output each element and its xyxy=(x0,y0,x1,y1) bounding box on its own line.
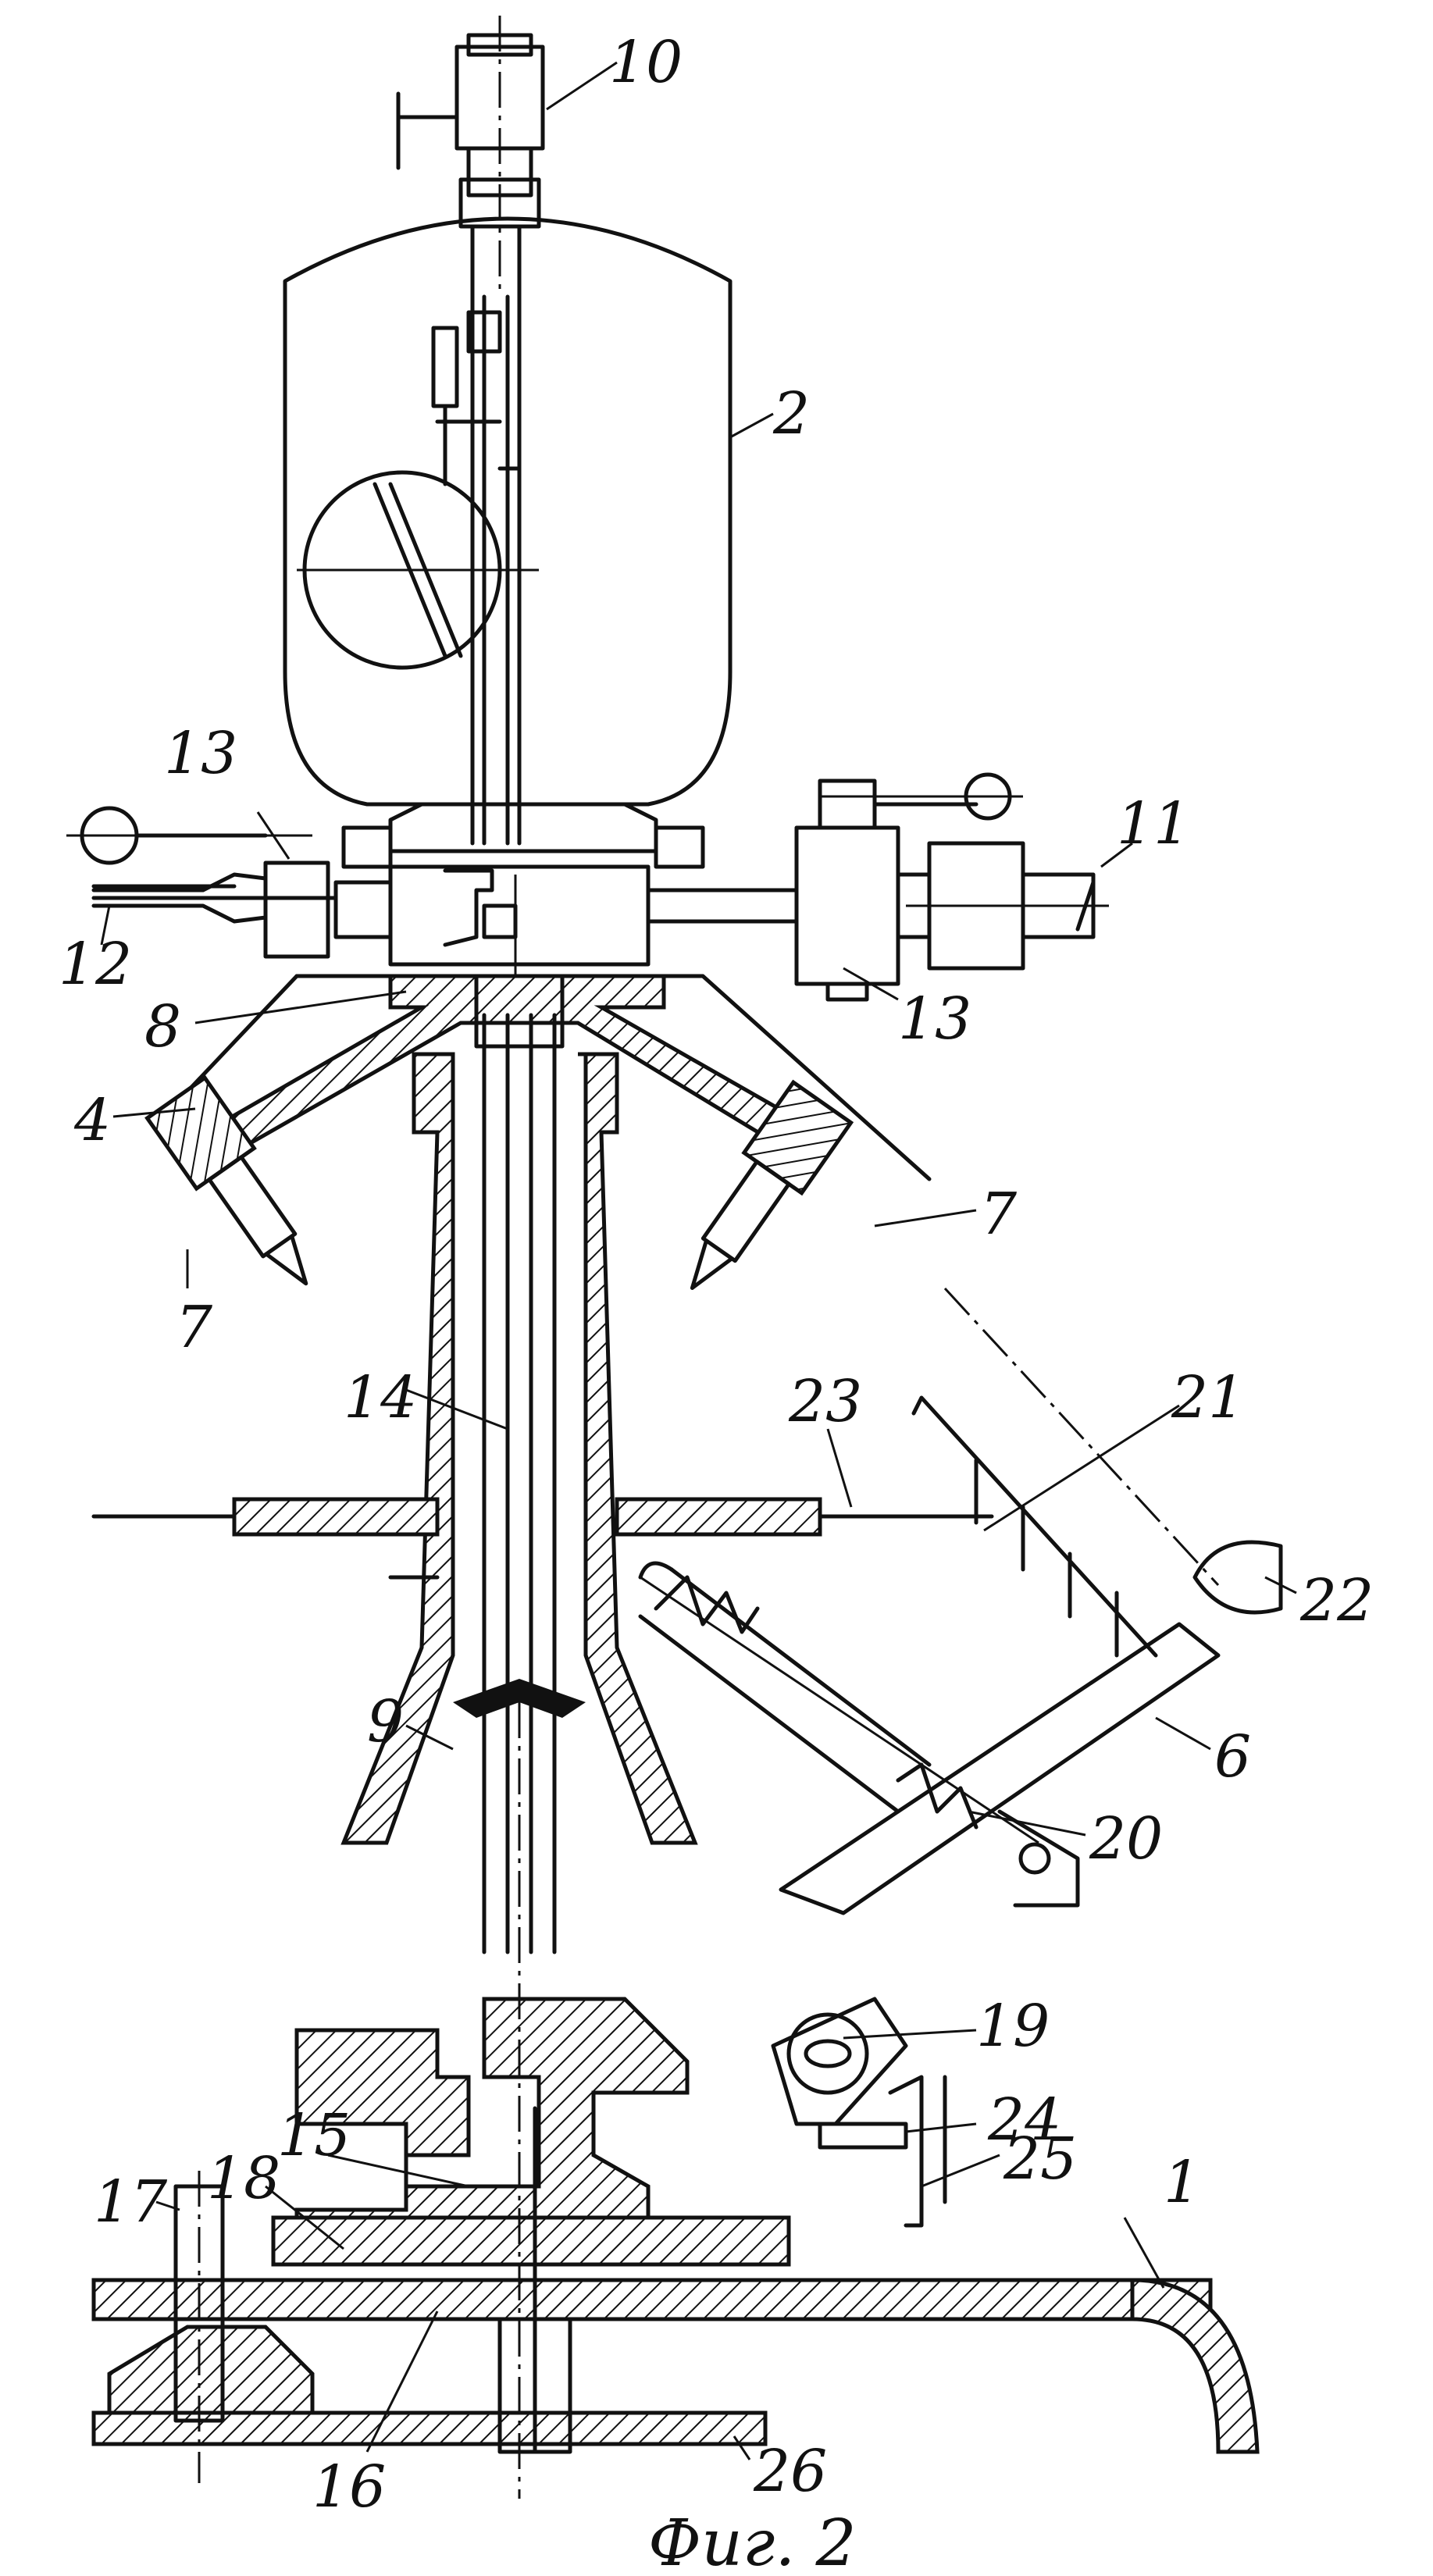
reference-labels: 10 2 13 11 12 13 8 4 7 7 14 23 21 22 9 6… xyxy=(59,29,1374,2576)
distributor xyxy=(66,772,1109,1002)
label-7-left: 7 xyxy=(176,1294,212,1361)
label-23: 23 xyxy=(788,1368,862,1435)
base-assembly xyxy=(91,1702,1260,2499)
cover-and-nozzles xyxy=(144,974,1220,1587)
lever-assembly xyxy=(638,1395,1283,2228)
label-18: 18 xyxy=(207,2145,280,2212)
leader-lines xyxy=(100,61,1297,2460)
label-2: 2 xyxy=(772,380,810,447)
label-9: 9 xyxy=(367,1688,404,1755)
label-16: 16 xyxy=(312,2453,386,2521)
vessel xyxy=(283,216,733,869)
label-22: 22 xyxy=(1299,1567,1374,1634)
label-4: 4 xyxy=(73,1087,111,1154)
label-8: 8 xyxy=(144,993,181,1060)
figure-caption: Фиг. 2 xyxy=(648,2507,857,2576)
central-column xyxy=(91,974,994,1954)
label-25: 25 xyxy=(1003,2125,1077,2193)
label-11: 11 xyxy=(1117,790,1190,857)
label-10: 10 xyxy=(609,29,683,96)
label-15: 15 xyxy=(277,2102,351,2169)
top-valve xyxy=(396,16,545,297)
label-6: 6 xyxy=(1214,1723,1251,1790)
label-21: 21 xyxy=(1171,1364,1245,1431)
label-17: 17 xyxy=(94,2168,167,2236)
label-13-right: 13 xyxy=(898,985,971,1053)
label-24: 24 xyxy=(987,2086,1061,2154)
label-1: 1 xyxy=(1164,2149,1200,2216)
label-13-left: 13 xyxy=(164,720,237,787)
label-19: 19 xyxy=(976,1993,1050,2060)
label-7-right: 7 xyxy=(980,1181,1017,1248)
label-12: 12 xyxy=(59,931,132,998)
label-26: 26 xyxy=(753,2438,827,2505)
label-20: 20 xyxy=(1089,1805,1163,1872)
label-14: 14 xyxy=(344,1364,417,1431)
